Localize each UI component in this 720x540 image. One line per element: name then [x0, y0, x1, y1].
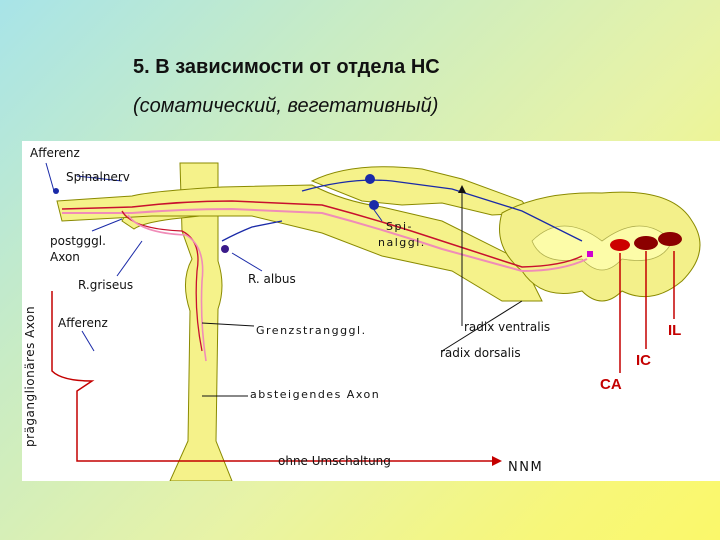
- label-spinalggl-1: Spi-: [386, 220, 413, 233]
- sympathetic-trunk: [169, 162, 233, 481]
- slide-subtitle: (соматический, вегетативный): [133, 95, 439, 117]
- nerve-diagram: Afferenz Spinalnerv postgggl. Axon R.gri…: [22, 141, 720, 481]
- nerve-diagram-drawing: [45, 162, 701, 481]
- label-postgggl: postgggl.: [50, 234, 106, 248]
- fiber-blue: [301, 179, 583, 242]
- leader-spinalnerv: [76, 175, 123, 182]
- radix-arrow-head: [458, 185, 466, 193]
- label-radix-dorsalis: radix dorsalis: [440, 346, 521, 360]
- label-spinalnerv: Spinalnerv: [66, 170, 130, 184]
- spinal-nerve-trunk: [56, 184, 543, 302]
- nucleus-ca: [610, 239, 630, 251]
- label-afferenz-top: Afferenz: [30, 146, 80, 160]
- fiber-red-loop: [121, 210, 203, 352]
- nucleus-magenta: [587, 251, 593, 257]
- label-praeganglionaeres-axon: präganglionäres Axon: [23, 305, 37, 447]
- label-ohne-umschaltung: ohne Umschaltung: [278, 454, 391, 468]
- label-nnm: NNM: [508, 460, 544, 475]
- fiber-dark: [221, 220, 283, 242]
- label-r-albus: R. albus: [248, 272, 296, 286]
- label-il: IL: [668, 322, 682, 339]
- leader-afferenz-low: [81, 330, 95, 352]
- ganglion-neuron-2: [369, 200, 379, 210]
- leader-rgriseus: [116, 240, 143, 277]
- label-axon: Axon: [50, 250, 80, 264]
- leader-postgggl: [91, 218, 123, 232]
- label-r-griseus: R.griseus: [78, 278, 134, 292]
- trunk-neuron: [221, 245, 229, 253]
- leader-ralbus: [231, 252, 263, 272]
- label-radix-ventralis: radix ventralis: [464, 320, 551, 334]
- label-ic: IC: [636, 352, 651, 369]
- slide-title: 5. В зависимости от отдела НС: [133, 56, 440, 78]
- ganglion-neuron-1: [365, 174, 375, 184]
- nucleus-ic: [634, 236, 658, 250]
- nnm-arrow-head: [492, 456, 502, 466]
- fiber-pink: [62, 207, 588, 273]
- fiber-red: [61, 200, 583, 268]
- grey-matter: [531, 225, 673, 271]
- nucleus-il: [658, 232, 682, 246]
- label-ca: CA: [600, 376, 622, 393]
- leader-spi: [371, 206, 383, 222]
- fiber-pink-loop: [127, 214, 207, 362]
- label-absteigendes-axon: absteigendes Axon: [250, 388, 381, 401]
- leader-grenz: [201, 322, 255, 327]
- afferent-dot: [53, 188, 59, 194]
- leader-afferenz: [45, 162, 55, 192]
- outer-red-path: [51, 291, 492, 462]
- label-spinalggl-2: nalggl.: [378, 236, 426, 249]
- label-grenzstrang: Grenzstrangggl.: [256, 324, 367, 337]
- leader-radix-d: [441, 300, 523, 352]
- label-afferenz-low: Afferenz: [58, 316, 108, 330]
